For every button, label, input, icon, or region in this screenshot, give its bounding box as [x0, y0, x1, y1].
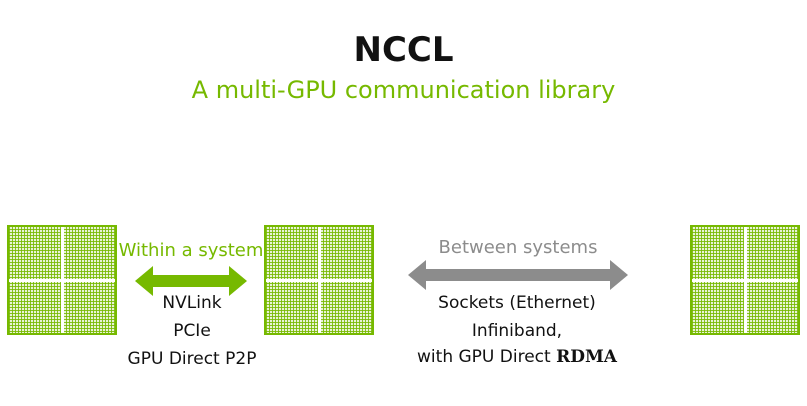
- between-systems-links: Sockets (Ethernet) Infiniband, with GPU …: [405, 290, 629, 370]
- between-systems-label: Between systems: [438, 237, 598, 258]
- double-arrow-gray-icon: [408, 260, 628, 290]
- within-system-links: NVLink PCIe GPU Direct P2P: [112, 289, 272, 373]
- double-arrow-green-icon: [135, 266, 247, 296]
- link-type: PCIe: [173, 321, 211, 341]
- within-system-label: Within a system: [118, 240, 264, 261]
- link-type: with GPU Direct RDMA: [405, 344, 629, 370]
- rdma-label: RDMA: [556, 347, 617, 367]
- link-type: GPU Direct P2P: [127, 349, 257, 369]
- link-type: NVLink: [162, 293, 222, 313]
- link-type-prefix: with GPU Direct: [417, 347, 557, 367]
- link-type: Infiniband,: [471, 321, 563, 341]
- page-subtitle: A multi-GPU communication library: [191, 76, 616, 104]
- link-type: Sockets (Ethernet): [438, 293, 596, 313]
- gpu-chip-icon: [7, 225, 117, 335]
- gpu-chip-icon: [264, 225, 374, 335]
- gpu-chip-icon: [690, 225, 800, 335]
- page-title: NCCL: [353, 30, 454, 70]
